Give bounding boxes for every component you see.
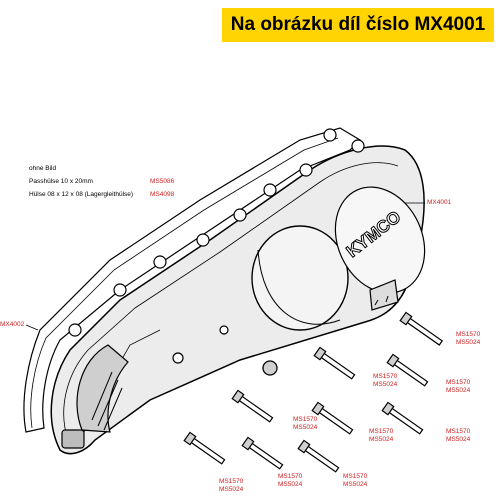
- bolt: [297, 439, 340, 473]
- note-dowel-sleeve: Passhülse 10 x 20mm: [29, 178, 93, 185]
- callout-gasket: MX4002: [0, 321, 25, 328]
- bolt-callout: MS1570 MS5024: [343, 473, 368, 488]
- bolt-callout: MS1570 MS5024: [278, 473, 303, 488]
- callout-cover: MX4001: [427, 199, 452, 206]
- clutch-housing-bulge: [251, 225, 349, 331]
- cover-bolt-tabs: [68, 128, 365, 337]
- bolt-callout: MS1570 MS5024: [369, 428, 394, 443]
- bolt: [311, 401, 354, 435]
- bolt: [399, 311, 444, 346]
- bolt-callout: MS1570 MS5024: [446, 428, 471, 443]
- bolt-callout: MS1570 MS5024: [446, 379, 471, 394]
- note-without-image: ohne Bild: [29, 165, 57, 172]
- bolt-callout: MS1570 MS5024: [293, 416, 318, 431]
- bolt: [313, 346, 356, 380]
- cover-hole: [219, 325, 229, 335]
- oil-plug: [262, 360, 278, 376]
- part-number-banner: Na obrázku díl číslo MX4001: [222, 8, 494, 42]
- front-stub: [61, 429, 85, 449]
- note-bearing-sleeve-code: MS4098: [150, 191, 175, 198]
- bolt: [241, 436, 284, 470]
- bolt-callout: MS1570 MS5024: [219, 478, 244, 493]
- bolt: [386, 353, 429, 387]
- bolts: [183, 311, 444, 473]
- cover-hole: [172, 352, 184, 364]
- bolt: [381, 401, 424, 435]
- bolt: [183, 431, 226, 465]
- transmission-cover-body: [50, 145, 425, 455]
- bolt-callout: MS1570 MS5024: [373, 373, 398, 388]
- variator-end: [76, 344, 129, 433]
- bolt-callout: MS1570 MS5024: [456, 331, 481, 346]
- note-dowel-sleeve-code: MS5086: [150, 178, 175, 185]
- note-bearing-sleeve: Hülse 08 x 12 x 08 (Lagergleithülse): [29, 191, 134, 198]
- bolt: [231, 389, 274, 423]
